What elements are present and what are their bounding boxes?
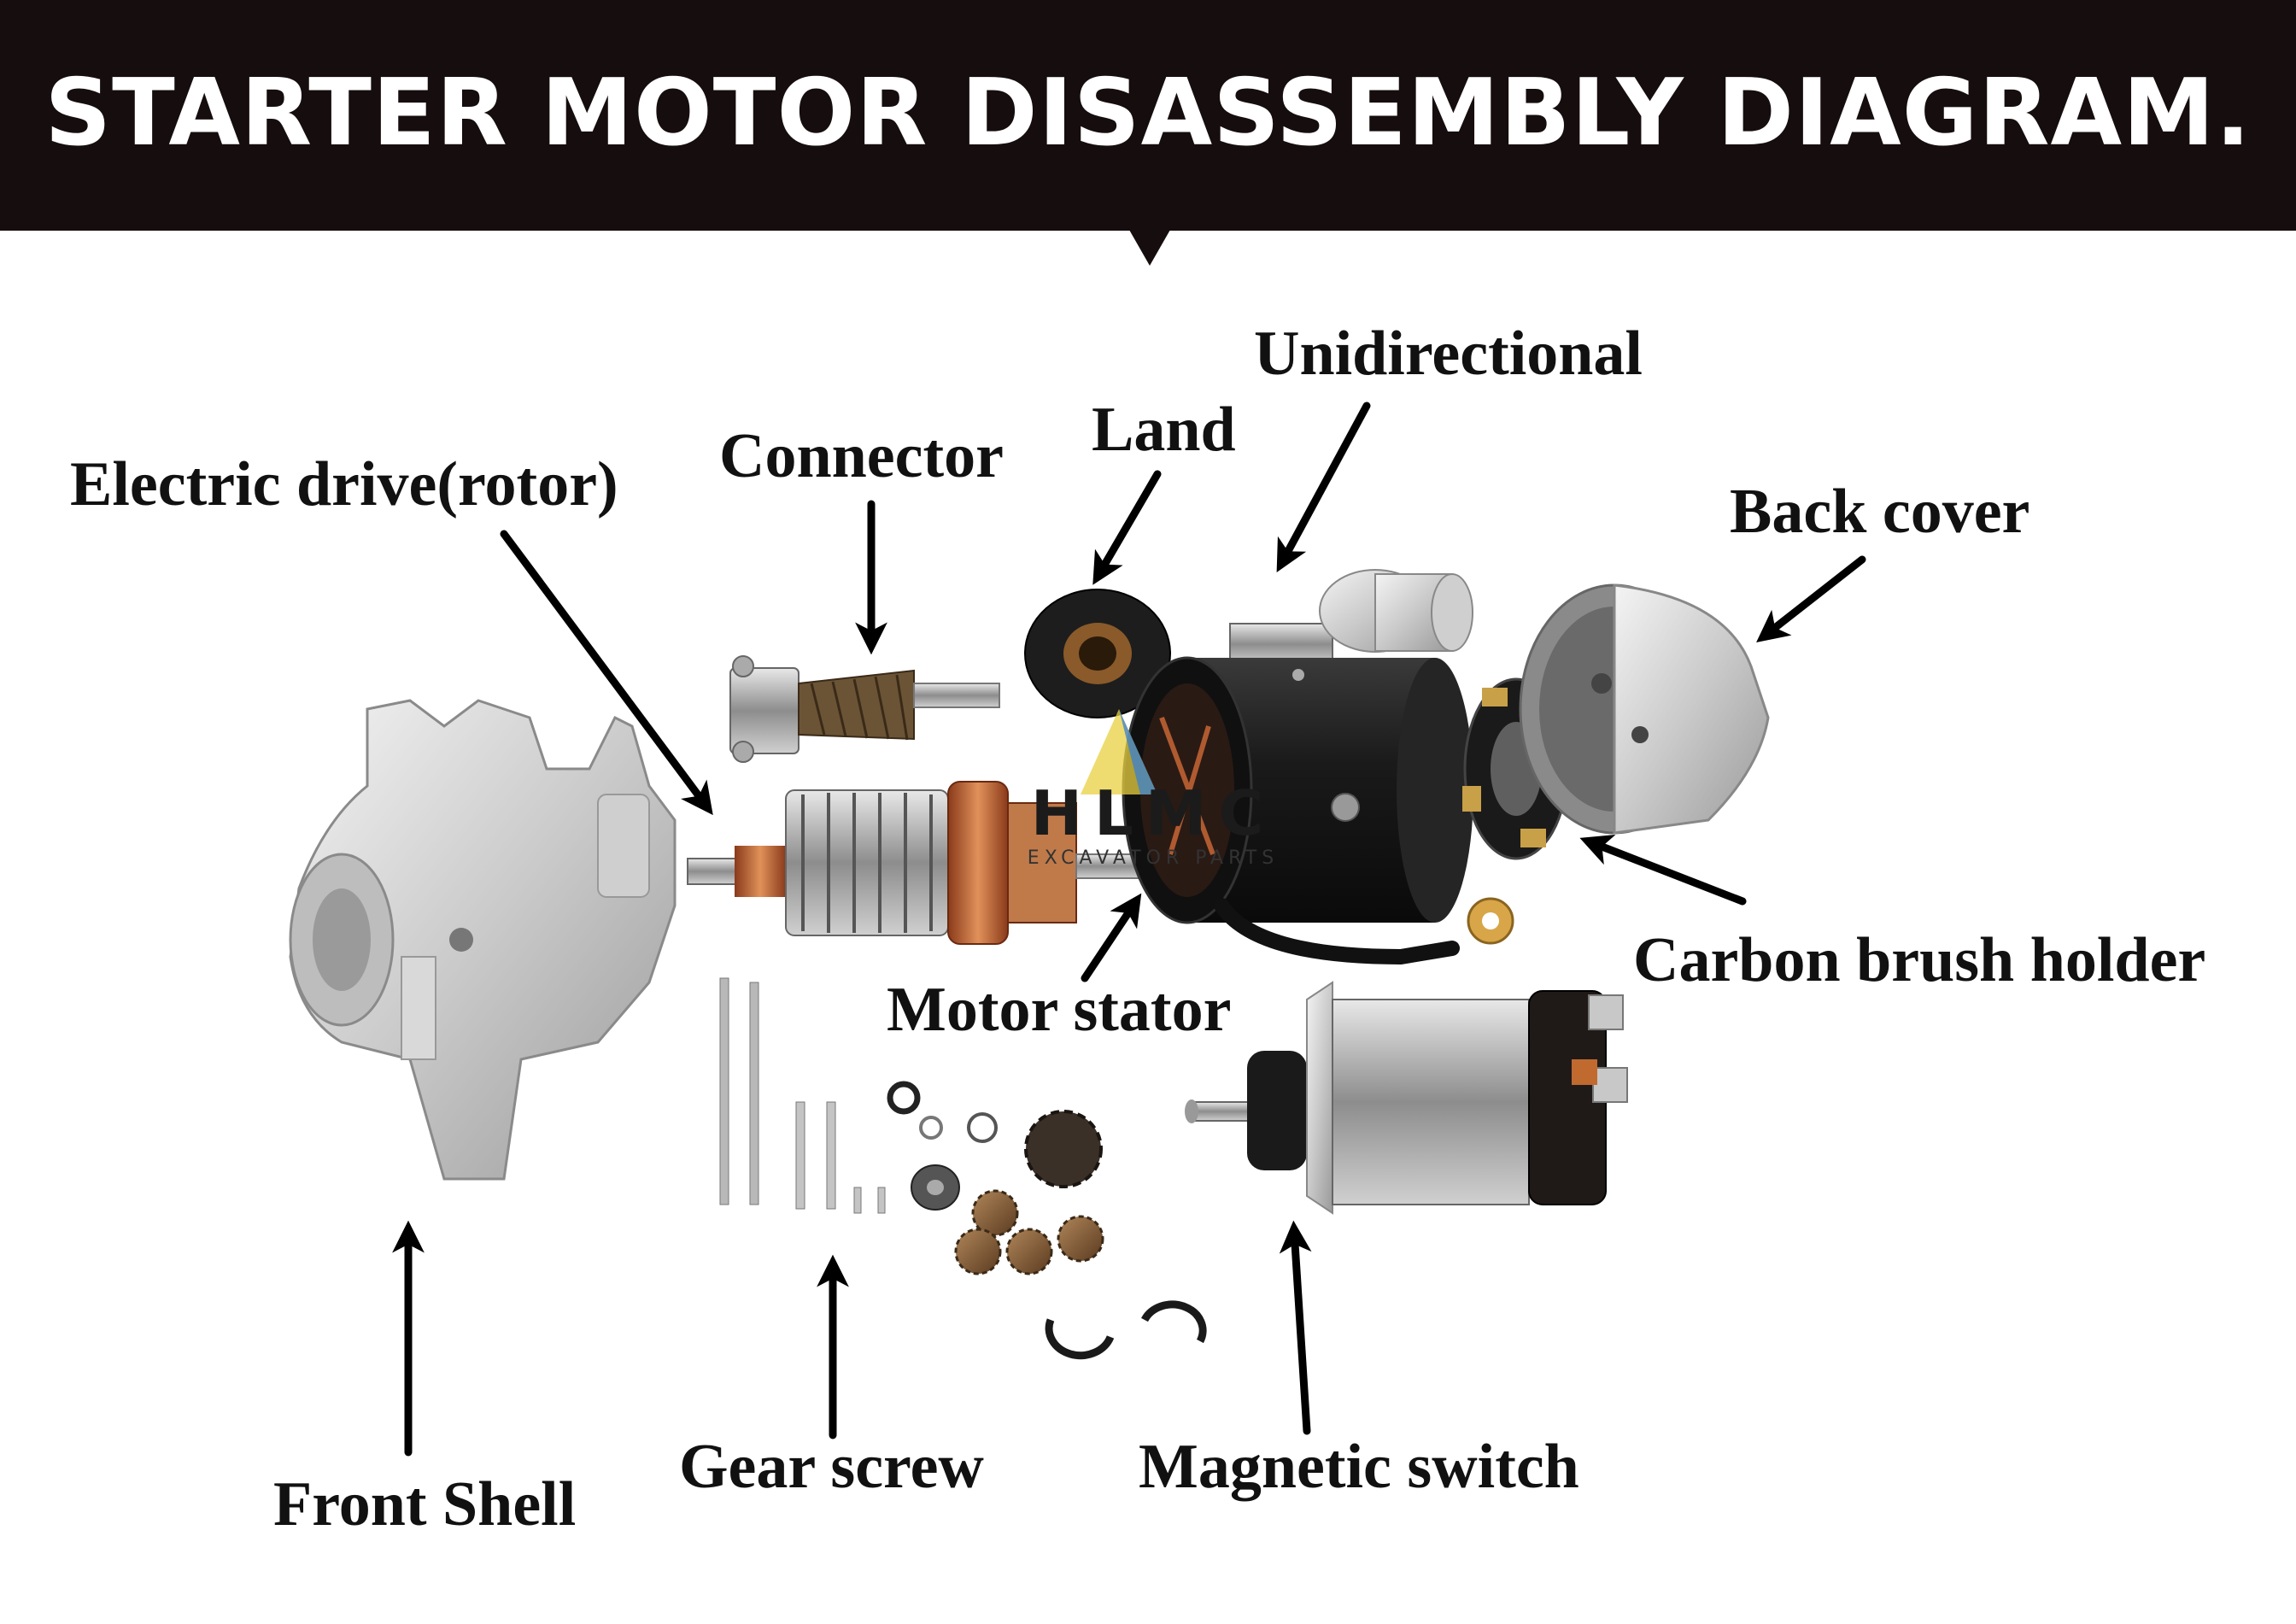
label-back-cover: Back cover — [1730, 477, 2030, 547]
label-front-shell: Front Shell — [273, 1469, 577, 1539]
connector-part — [729, 655, 1000, 763]
arrow-back-cover — [1756, 555, 1866, 642]
arrow-motor-stator — [1081, 893, 1142, 982]
page-title: STARTER MOTOR DISASSEMBLY DIAGRAM. — [44, 60, 2252, 167]
watermark-subtitle: EXCAVATOR PARTS — [1027, 847, 1280, 869]
label-carbon-brush-holder: Carbon brush holder — [1633, 925, 2206, 995]
land-part — [1024, 589, 1171, 718]
title-banner-pointer — [1129, 230, 1170, 266]
unidirectional-part — [1229, 569, 1473, 665]
arrow-unidirectional — [1276, 402, 1371, 572]
brand-logo-mark — [1081, 709, 1157, 794]
label-unidirectional: Unidirectional — [1254, 319, 1643, 389]
arrow-land — [1092, 470, 1162, 585]
label-gear-screw: Gear screw — [679, 1432, 984, 1502]
arrow-electric-drive — [500, 530, 713, 816]
label-magnetic-switch: Magnetic switch — [1139, 1432, 1579, 1502]
label-land: Land — [1092, 395, 1236, 465]
magnetic-switch-part — [1185, 981, 1628, 1215]
back-cover-part — [1519, 583, 1770, 835]
arrow-carbon-brush-holder — [1579, 834, 1747, 906]
title-banner — [0, 0, 2296, 231]
rotor-part — [687, 781, 1145, 945]
label-connector: Connector — [719, 421, 1004, 491]
watermark-brand: HLMC — [1030, 777, 1276, 849]
label-electric-drive: Electric drive(rotor) — [70, 449, 618, 519]
label-motor-stator: Motor stator — [887, 975, 1232, 1045]
carbon-brush-holder-part — [1462, 677, 1569, 860]
front-shell-part — [289, 699, 676, 1181]
watermark: HLMC EXCAVATOR PARTS — [982, 779, 1324, 869]
motor-stator-part — [1122, 656, 1514, 965]
arrow-magnetic-switch — [1279, 1220, 1312, 1435]
gear-screw-hardware — [719, 977, 1207, 1360]
